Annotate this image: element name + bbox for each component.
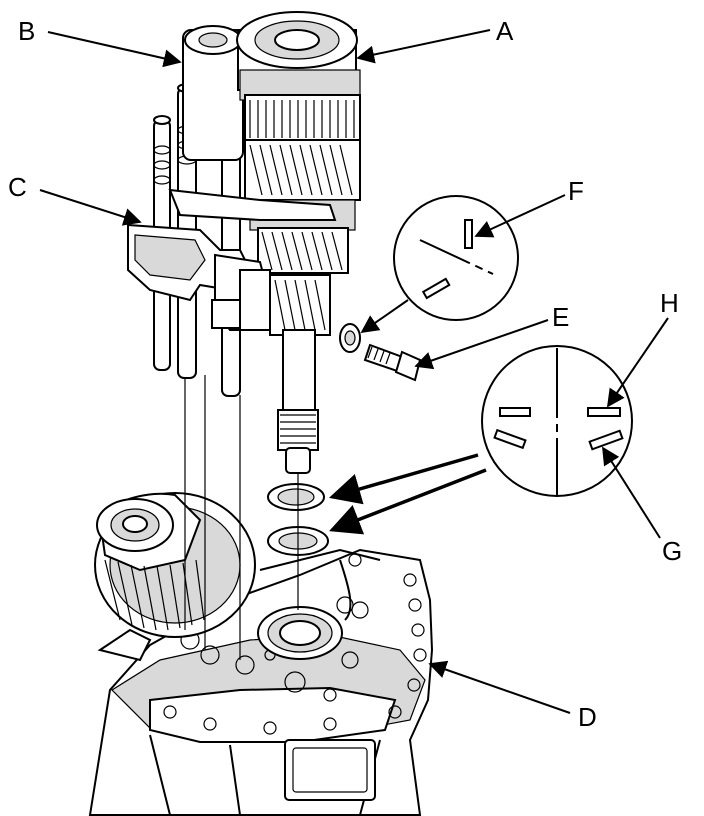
callout-label-e: E: [552, 302, 569, 332]
callout-label-h: H: [660, 288, 679, 318]
shim-detail-inset: [481, 345, 633, 497]
transmission-housing: [88, 548, 434, 816]
shim-mark-right-flat: [587, 407, 621, 417]
washer-detail-inset: [360, 195, 519, 334]
callout-label-a: A: [496, 16, 514, 46]
shim-mark-left-angled: [493, 428, 527, 450]
shim-upper: [267, 483, 325, 511]
shift-fork-assembly: [127, 188, 337, 331]
callout-leaders: [39, 29, 669, 714]
washer-mark-vertical: [464, 219, 473, 249]
shim-arrows: [328, 453, 487, 535]
shim-mark-right-angled: [588, 429, 624, 451]
bolt: [363, 343, 422, 382]
callout-label-f: F: [568, 176, 584, 206]
callout-label-d: D: [578, 702, 597, 732]
washer-mark-angled: [421, 277, 451, 300]
shim-mark-left-flat: [499, 407, 531, 417]
differential-gear: [94, 492, 256, 662]
callout-label-b: B: [18, 16, 35, 46]
alignment-lines: [184, 370, 299, 660]
callout-label-c: C: [8, 172, 27, 202]
callout-label-g: G: [662, 536, 682, 566]
countershaft-assembly: [182, 11, 361, 474]
washer: [339, 323, 361, 353]
